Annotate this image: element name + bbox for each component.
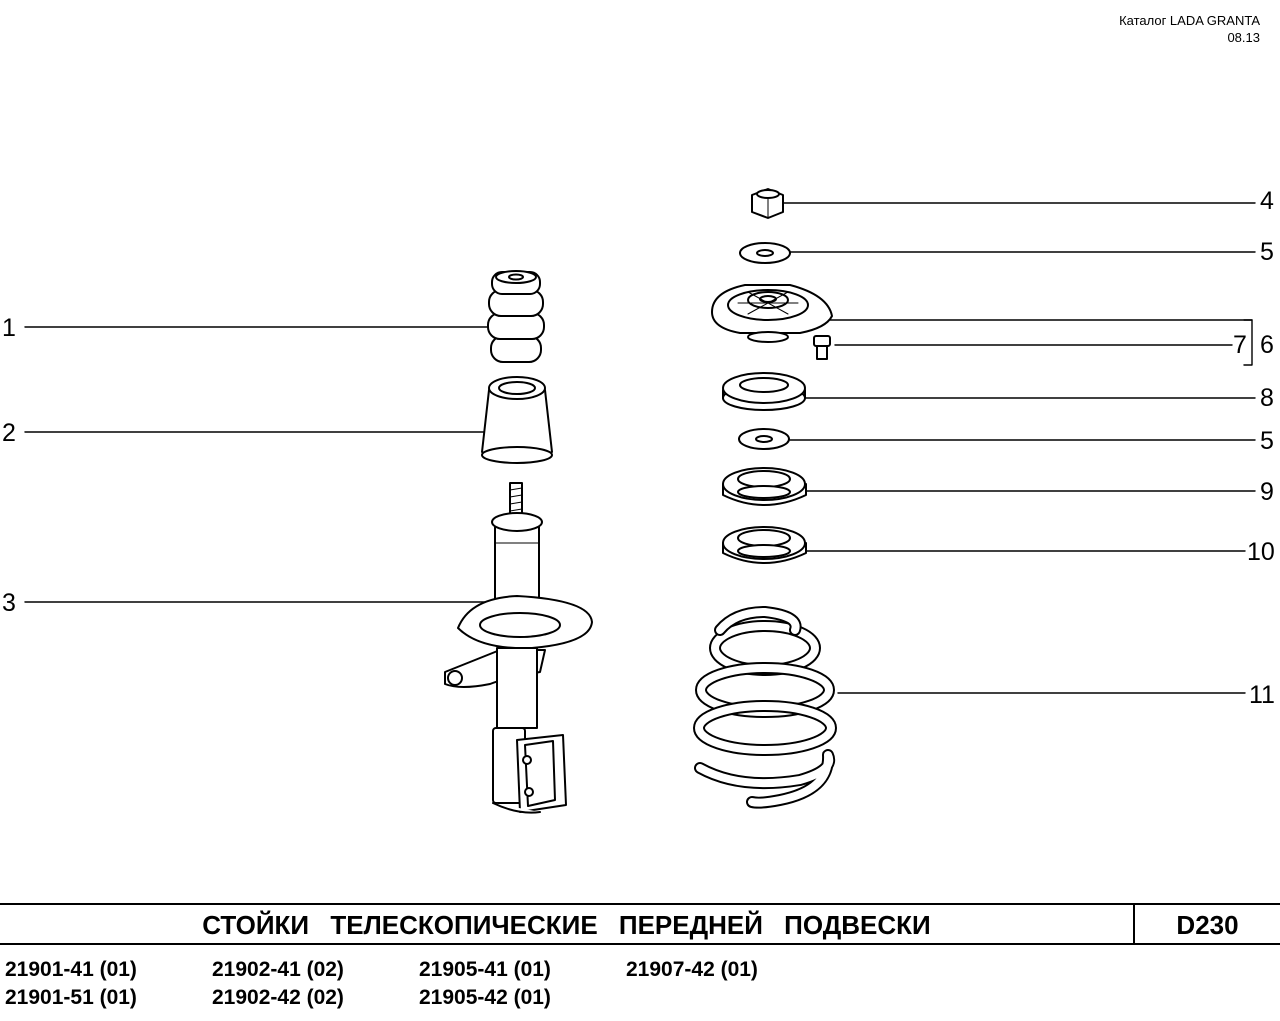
bump-stop-part — [487, 270, 545, 363]
washer-upper-part — [739, 242, 791, 264]
page-title: СТОЙКИ ТЕЛЕСКОПИЧЕСКИЕ ПЕРЕДНЕЙ ПОДВЕСКИ — [202, 910, 931, 940]
callout-7: 7 — [1233, 331, 1247, 359]
bolt-part — [813, 335, 831, 360]
page-code: D230 — [1176, 910, 1239, 940]
catalog-date: 08.13 — [1227, 30, 1260, 45]
washer-lower-part — [738, 428, 790, 450]
callout-4: 4 — [1260, 187, 1274, 215]
bearing-part — [722, 372, 806, 411]
model-code: 21907-42 (01) — [626, 958, 758, 981]
spring-seat-upper-part — [722, 467, 807, 506]
model-code: 21905-42 (01) — [419, 986, 551, 1009]
callout-5-upper: 5 — [1260, 238, 1274, 266]
model-code: 21902-42 (02) — [212, 986, 344, 1009]
title-bar: СТОЙКИ ТЕЛЕСКОПИЧЕСКИЕ ПЕРЕДНЕЙ ПОДВЕСКИ… — [0, 903, 1280, 945]
model-code: 21901-51 (01) — [5, 986, 137, 1009]
catalog-title: Каталог LADA GRANTA — [1119, 13, 1260, 28]
title-divider — [1133, 905, 1135, 943]
spring-seat-lower-part — [722, 526, 807, 564]
callout-6: 6 — [1260, 331, 1274, 359]
model-code: 21901-41 (01) — [5, 958, 137, 981]
callout-2: 2 — [2, 419, 16, 447]
parts-diagram — [24, 188, 1256, 814]
nut-part — [751, 188, 784, 219]
callout-9: 9 — [1260, 478, 1274, 506]
callout-10: 10 — [1247, 538, 1275, 566]
model-code: 21902-41 (02) — [212, 958, 344, 981]
upper-support-part — [711, 284, 833, 343]
callout-3: 3 — [2, 589, 16, 617]
coil-spring-part — [693, 606, 837, 809]
leader-lines — [24, 202, 1256, 694]
callout-5-lower: 5 — [1260, 427, 1274, 455]
callout-1: 1 — [2, 314, 16, 342]
strut-part — [444, 482, 593, 814]
catalog-header: Каталог LADA GRANTA 08.13 — [1119, 12, 1260, 46]
callout-11: 11 — [1249, 681, 1275, 709]
protective-boot-part — [481, 376, 553, 464]
callout-8: 8 — [1260, 384, 1274, 412]
model-code: 21905-41 (01) — [419, 958, 551, 981]
